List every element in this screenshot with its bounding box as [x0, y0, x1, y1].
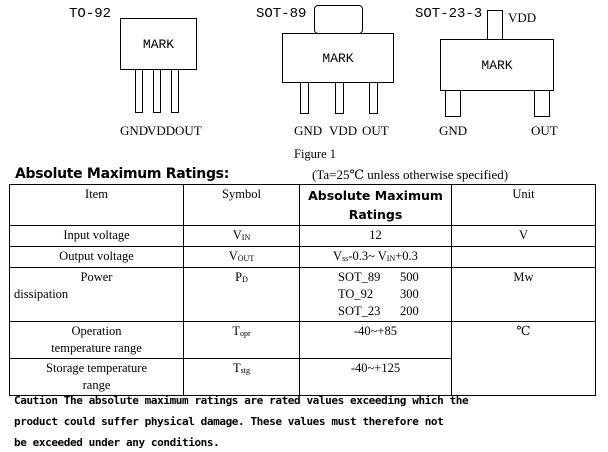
row-symbol: Topr	[183, 321, 300, 359]
row-item: Output voltage	[9, 246, 184, 268]
table-row: Operation temperature range Topr -40~+85…	[9, 321, 596, 396]
to92-body: MARK	[120, 18, 197, 70]
ratings-condition: (Ta=25℃ unless otherwise specified)	[312, 167, 509, 182]
ratings-heading: Absolute Maximum Ratings:	[15, 166, 229, 182]
to92-mark: MARK	[142, 36, 175, 52]
sot89-pin-label-vdd: VDD	[329, 123, 358, 138]
to92-pin-2	[153, 69, 161, 113]
to92-pin-3	[171, 69, 179, 113]
row-unit: V	[451, 225, 596, 247]
sot23-mark: MARK	[481, 57, 513, 73]
row-value: -40~+125	[299, 358, 452, 396]
sot23-label: SOT-23-3	[415, 6, 483, 22]
header-unit: Unit	[451, 184, 596, 226]
to92-pin-label-out: OUT	[175, 123, 202, 138]
sot23-pin-label-gnd: GND	[439, 123, 468, 138]
table-header-row: Item Symbol Absolute Maximum Ratings Uni…	[9, 184, 596, 226]
caution-line-3: be exceeded under any conditions.	[14, 436, 220, 449]
sot89-pin-label-out: OUT	[362, 123, 389, 138]
row-value: 12	[299, 225, 452, 247]
caution-line-2: product could suffer physical damage. Th…	[14, 415, 444, 428]
caution-line-1: Caution The absolute maximum ratings are…	[14, 394, 469, 407]
to92-label: TO-92	[69, 6, 112, 22]
row-item: Operation temperature range	[9, 321, 184, 359]
header-ratings: Absolute Maximum Ratings	[299, 184, 452, 226]
row-unit: ℃	[451, 321, 596, 396]
table-row: Input voltage VIN 12 V	[9, 225, 596, 247]
sot23-pin-gnd	[445, 90, 461, 117]
row-item: Power dissipation	[9, 267, 184, 322]
table-row: Output voltage VOUT Vss-0.3~ VIN+0.3	[9, 246, 596, 268]
row-unit: Mw	[451, 267, 596, 322]
sot89-body: MARK	[282, 33, 394, 83]
row-unit	[451, 246, 596, 268]
sot89-tab	[314, 5, 363, 34]
row-value: -40~+85	[299, 321, 452, 359]
sot89-mark: MARK	[322, 50, 354, 66]
header-item: Item	[9, 184, 184, 226]
sot89-pin-label-gnd: GND	[294, 123, 323, 138]
to92-pin-1	[135, 69, 143, 113]
sot23-body: MARK	[440, 39, 554, 91]
header-symbol: Symbol	[183, 184, 300, 226]
ratings-table: Item Symbol Absolute Maximum Ratings Uni…	[9, 184, 596, 396]
to92-pin-label-vdd: VDD	[147, 123, 176, 138]
row-value: Vss-0.3~ VIN+0.3	[299, 246, 452, 268]
sot89-pin-2	[335, 82, 344, 114]
table-row: Storage temperature range Tstg -40~+125	[9, 358, 596, 396]
row-item: Input voltage	[9, 225, 184, 247]
sot89-label: SOT-89	[256, 6, 307, 22]
to92-pin-label-gnd: GND	[120, 123, 149, 138]
row-symbol: PD	[183, 267, 300, 322]
sot23-pin-label-vdd: VDD	[508, 10, 537, 25]
sot23-pin-out	[534, 90, 550, 117]
row-symbol: VIN	[183, 225, 300, 247]
sot89-pin-3	[369, 82, 378, 114]
sot23-pin-label-out: OUT	[531, 123, 558, 138]
figure-caption: Figure 1	[294, 147, 337, 161]
row-symbol: Tstg	[183, 358, 300, 396]
sot89-pin-1	[300, 82, 309, 114]
sot23-pin-vdd	[487, 10, 503, 40]
row-symbol: VOUT	[183, 246, 300, 268]
row-item: Storage temperature range	[9, 358, 184, 396]
